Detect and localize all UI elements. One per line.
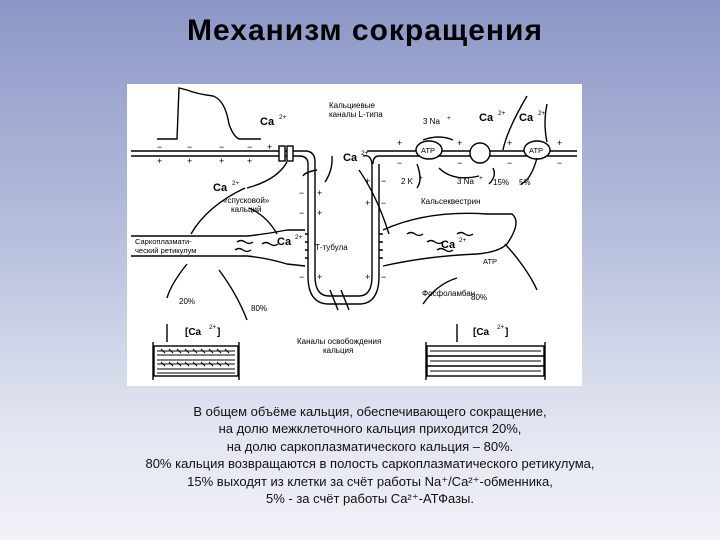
svg-text:+: + [267,142,272,152]
svg-text:−: − [557,158,562,168]
phospholamban-label: Фосфоламбан [422,289,475,298]
svg-text:]: ] [217,327,220,338]
svg-text:2+: 2+ [279,114,287,121]
ca-top-right2-label: Ca [519,112,534,124]
svg-text:2+: 2+ [497,324,505,331]
caption-line: 5% - за счёт работы Ca²⁺-АТФазы. [265,491,474,507]
calcium-channels-line-1: Кальциевые [329,101,375,110]
trigger-calcium-line-2: кальций [231,205,261,214]
svg-text:−: − [299,188,304,198]
caption-line: 80% кальция возвращаются в полость сарко… [145,456,595,472]
ca-mid-label: Ca [343,152,358,164]
svg-text:−: − [187,142,192,152]
svg-text:2+: 2+ [209,324,217,331]
caption-line: на долю саркоплазматического кальция – 8… [226,438,514,454]
ca-sr-right-label: Ca [441,239,456,251]
svg-text:]: ] [505,327,508,338]
svg-text:−: − [381,272,386,282]
na3-top-label: 3 Na [423,117,440,126]
svg-text:+: + [557,138,562,148]
svg-text:+: + [365,176,370,186]
atp-label-3: ATP [483,257,497,266]
ca-bracket-left-label: [Ca [185,327,202,338]
release-channels-label: Каналы освобождения кальция [297,337,384,355]
svg-text:+: + [479,175,483,182]
sr-line-2: ческий ретикулум [135,246,196,255]
caption-line: 15% выходят из клетки за счёт работы Na⁺… [187,473,553,489]
svg-text:−: − [299,272,304,282]
trigger-calcium-line-1: «спусковой» [223,196,270,205]
svg-text:−: − [457,158,462,168]
caption-line: В общем объёме кальция, обеспечивающего … [193,404,547,419]
svg-text:+: + [507,138,512,148]
pct20-label: 20% [179,297,195,306]
pct80-left-label: 80% [251,304,267,313]
svg-text:+: + [187,156,192,166]
svg-text:−: − [397,158,402,168]
svg-text:2+: 2+ [459,237,467,244]
svg-text:−: − [381,198,386,208]
svg-text:−: − [219,142,224,152]
svg-text:+: + [317,188,322,198]
svg-text:2+: 2+ [232,180,240,187]
calcium-channels-line-2: каналы L-типа [329,110,383,119]
svg-text:+: + [365,198,370,208]
svg-text:−: − [247,142,252,152]
caption: В общем объёме кальция, обеспечивающего … [100,403,640,507]
svg-text:+: + [247,156,252,166]
svg-text:+: + [317,272,322,282]
svg-text:2+: 2+ [498,110,506,117]
t-tubule-label: Т-тубула [315,243,348,252]
svg-text:+: + [219,156,224,166]
calsequestrin-label: Кальсеквестрин [421,197,481,206]
ca-top-right1-label: Ca [479,112,494,124]
svg-text:+: + [457,138,462,148]
svg-text:−: − [157,142,162,152]
svg-text:+: + [447,115,451,122]
calcium-mechanism-diagram: − − − − + + + + + + + + + − − − − + + − − + + − − + + − − Ca 2… [127,84,582,386]
slide-title: Механизм сокращения [186,14,543,47]
svg-text:−: − [381,176,386,186]
calcium-channels-label: Кальциевые каналы L-типа [329,101,383,119]
svg-text:+: + [157,156,162,166]
pct15-label: 15% [493,178,509,187]
ca-bracket-right-label: [Ca [473,327,490,338]
atp-label-2: ATP [529,146,543,155]
svg-text:+: + [365,272,370,282]
ca-top-label: Ca [260,116,275,128]
ca-sr-left-label: Ca [277,236,292,248]
k2-label: 2 K [401,177,414,186]
trigger-calcium-label: «спусковой» кальций [223,196,272,214]
atp-label-1: ATP [421,146,435,155]
svg-text:−: − [507,158,512,168]
release-channels-line-2: кальция [323,346,353,355]
pct80-right-label: 80% [471,293,487,302]
caption-line: на долю межклеточного кальция приходится… [218,421,522,437]
svg-text:+: + [419,175,423,182]
svg-text:−: − [299,208,304,218]
svg-text:+: + [397,138,402,148]
sr-line-1: Саркоплазмати- [135,237,192,246]
svg-text:2+: 2+ [538,110,546,117]
svg-text:+: + [317,208,322,218]
svg-text:2+: 2+ [295,234,303,241]
release-channels-line-1: Каналы освобождения [297,337,381,346]
sr-label: Саркоплазмати- ческий ретикулум [135,237,196,255]
na3-mid-label: 3 Na [457,177,474,186]
ca-left-label: Ca [213,182,228,194]
pct5-label: 5% [519,178,531,187]
svg-text:2+: 2+ [361,150,369,157]
